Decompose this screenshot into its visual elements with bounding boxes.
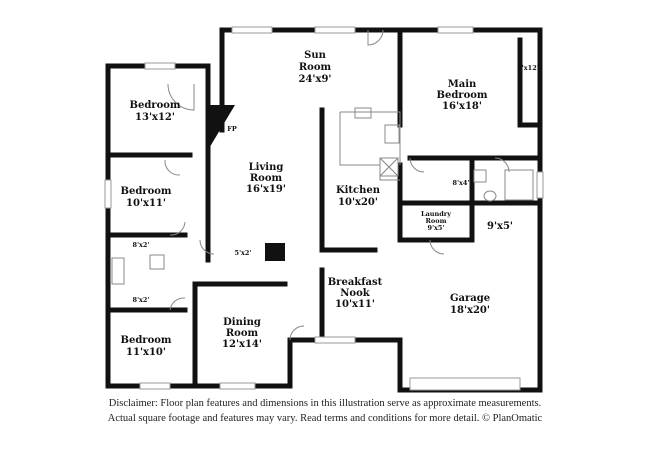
fireplace [208, 105, 235, 150]
bath-area-size: 9'x5' [487, 221, 513, 232]
living-room-size: 16'x19' [246, 184, 286, 195]
garage-label: Garage [450, 293, 490, 304]
kitchen-label: Kitchen [336, 185, 381, 196]
sun-room-size: 24'x9' [299, 74, 332, 85]
disclaimer-line-1: Disclaimer: Floor plan features and dime… [108, 398, 542, 409]
living-closet-size: 5'x2' [235, 249, 252, 257]
breakfast-nook-size: 10'x11' [335, 299, 375, 310]
laundry-room-size: 9'x5' [428, 224, 445, 232]
breakfast-nook-label-2: Nook [340, 288, 370, 299]
dining-room-label-2: Room [226, 328, 259, 339]
garage-size: 18'x20' [450, 305, 490, 316]
sun-room-label-2: Room [299, 62, 332, 73]
kitchen-counters [339, 107, 401, 181]
fireplace-label: FP [227, 125, 237, 133]
bedroom-3-closet-size: 8'x2' [133, 296, 150, 304]
hall-closet-size: 8'x4' [453, 179, 470, 187]
disclaimer-line-2: Actual square footage and features may v… [107, 413, 543, 424]
main-bedroom-label-2: Bedroom [437, 90, 488, 101]
living-room-label-2: Room [250, 173, 283, 184]
bedroom-2-label: Bedroom [121, 186, 172, 197]
dining-room-label: Dining [223, 317, 261, 328]
main-bedroom-label: Main [448, 79, 477, 90]
bedroom-1-label: Bedroom [130, 100, 181, 111]
doors [164, 29, 510, 341]
laundry-room-label: Laundry [421, 210, 451, 218]
bedroom-2-closet-size: 8'x2' [133, 241, 150, 249]
bedroom-3-label: Bedroom [121, 335, 172, 346]
sun-room-label: Sun [304, 50, 326, 61]
column [265, 243, 285, 261]
dining-room-size: 12'x14' [222, 339, 262, 350]
main-closet-size: 3'x12' [517, 64, 538, 72]
bath-fixtures [111, 169, 534, 285]
bedroom-2-size: 10'x11' [126, 198, 166, 209]
windows [104, 26, 544, 391]
kitchen-size: 10'x20' [338, 197, 378, 208]
laundry-room-label-2: Room [426, 217, 447, 225]
bedroom-3-size: 11'x10' [126, 347, 166, 358]
breakfast-nook-label: Breakfast [328, 277, 383, 288]
main-bedroom-size: 16'x18' [442, 101, 482, 112]
living-room-label: Living [249, 162, 284, 173]
bedroom-1-size: 13'x12' [135, 112, 175, 123]
